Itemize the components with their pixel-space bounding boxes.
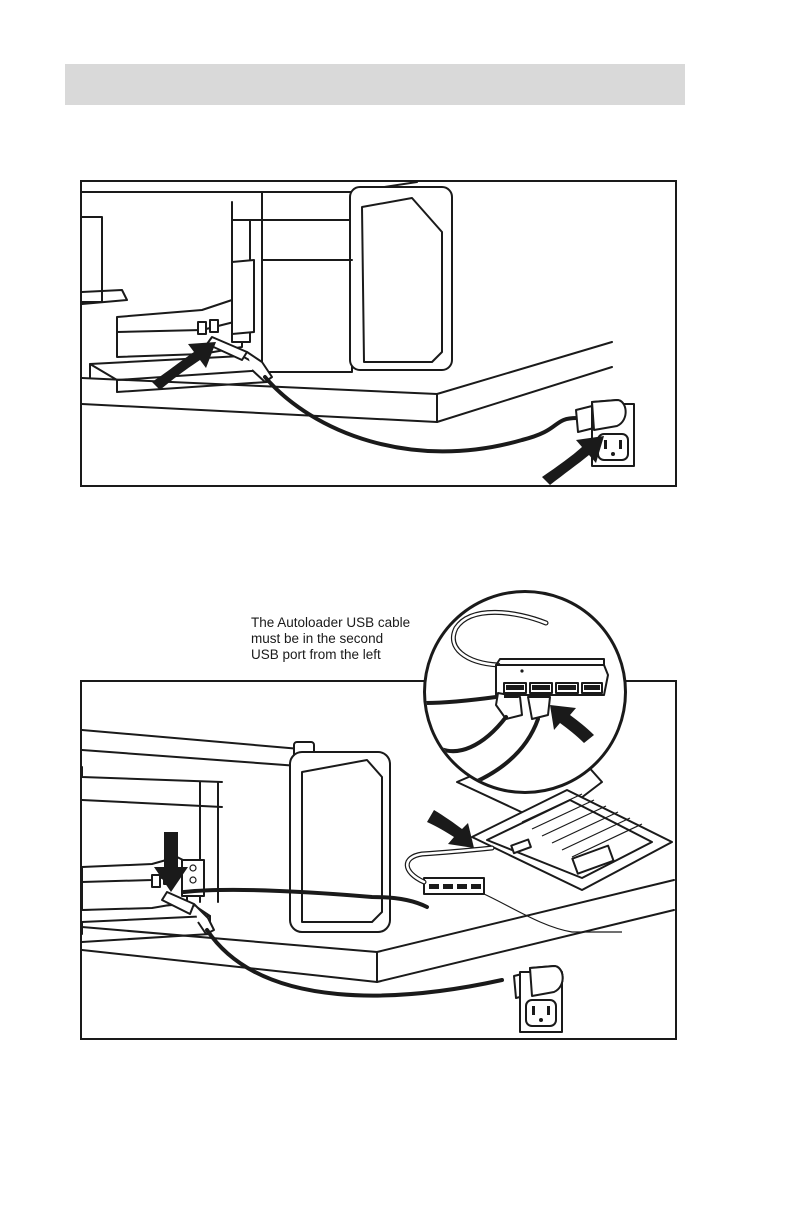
power-connection-illustration	[82, 182, 677, 487]
usb-hub-zoom-illustration	[426, 593, 624, 791]
arrow-icon	[427, 810, 474, 848]
printer-side-panel	[290, 752, 390, 932]
callout-line-2: must be in the second	[251, 631, 431, 647]
usb-port-callout: The Autoloader USB cable must be in the …	[251, 615, 431, 663]
callout-line-1: The Autoloader USB cable	[251, 615, 431, 631]
section-header-bar	[65, 64, 685, 105]
callout-line-3: USB port from the left	[251, 647, 431, 663]
usb-port-zoom-inset	[423, 590, 627, 794]
arrow-icon	[542, 436, 604, 485]
arrow-icon	[550, 705, 594, 743]
power-connection-figure	[80, 180, 677, 487]
usb-hub-icon	[496, 659, 608, 695]
usb-hub-icon	[424, 878, 484, 894]
printer-side-panel	[350, 187, 452, 370]
